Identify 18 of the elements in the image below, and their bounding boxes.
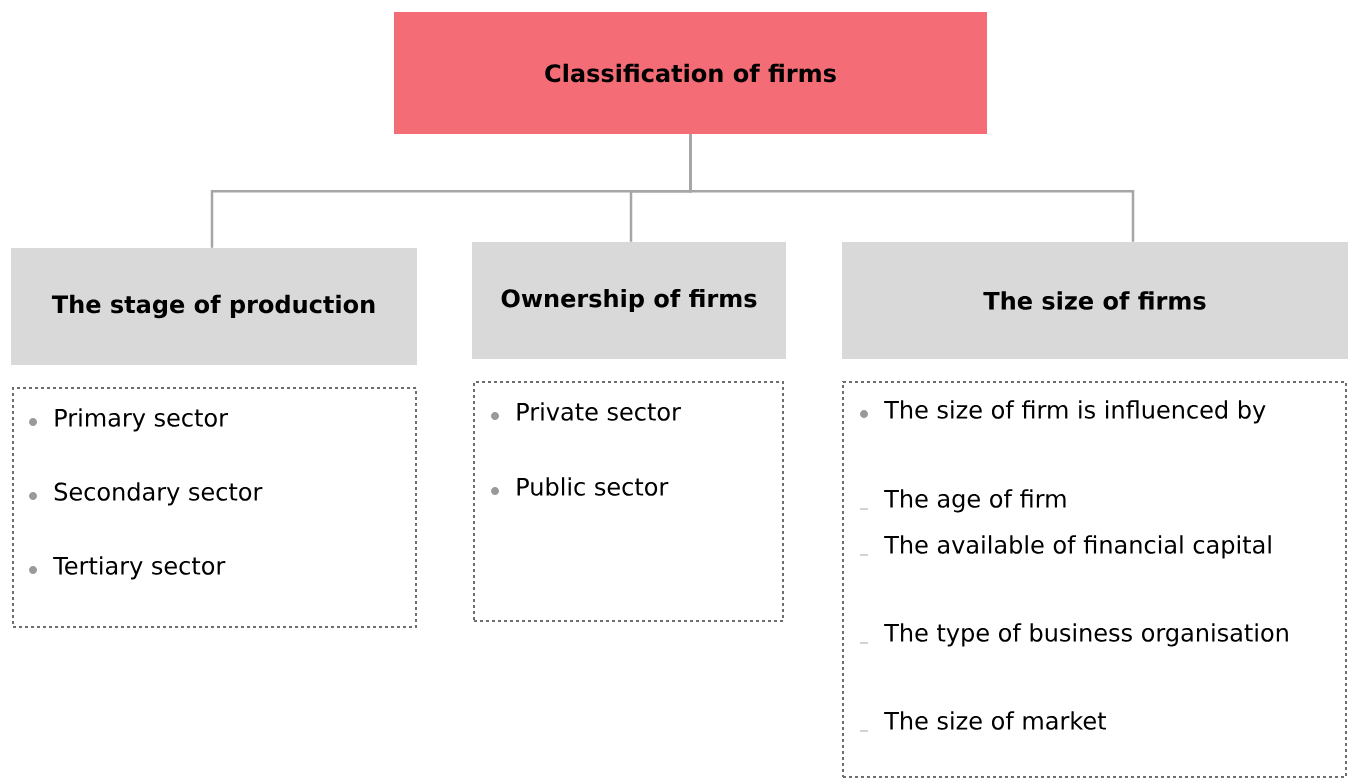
list-box — [12, 387, 417, 628]
title-box: Classification of firms — [394, 12, 987, 134]
list-item: The type of business organisation — [859, 623, 1288, 647]
list-box — [842, 381, 1347, 778]
list-item: The size of market — [859, 711, 1106, 732]
list-item: The available of financial capital — [859, 535, 1271, 559]
list-item: Tertiary sector — [29, 556, 226, 580]
list-item: Public sector — [491, 477, 669, 496]
connector-line — [689, 134, 1135, 242]
category-box: The size of firms — [842, 242, 1348, 359]
list-item: Primary sector — [29, 408, 228, 432]
list-item: The age of firm — [859, 489, 1066, 513]
list-item: Private sector — [491, 402, 681, 421]
category-box: The stage of production — [11, 248, 417, 365]
category-box: Ownership of firms — [472, 242, 786, 359]
list-box — [473, 381, 784, 622]
list-item: Secondary sector — [29, 482, 263, 506]
list-item: The size of firm is influenced by — [860, 400, 1266, 424]
